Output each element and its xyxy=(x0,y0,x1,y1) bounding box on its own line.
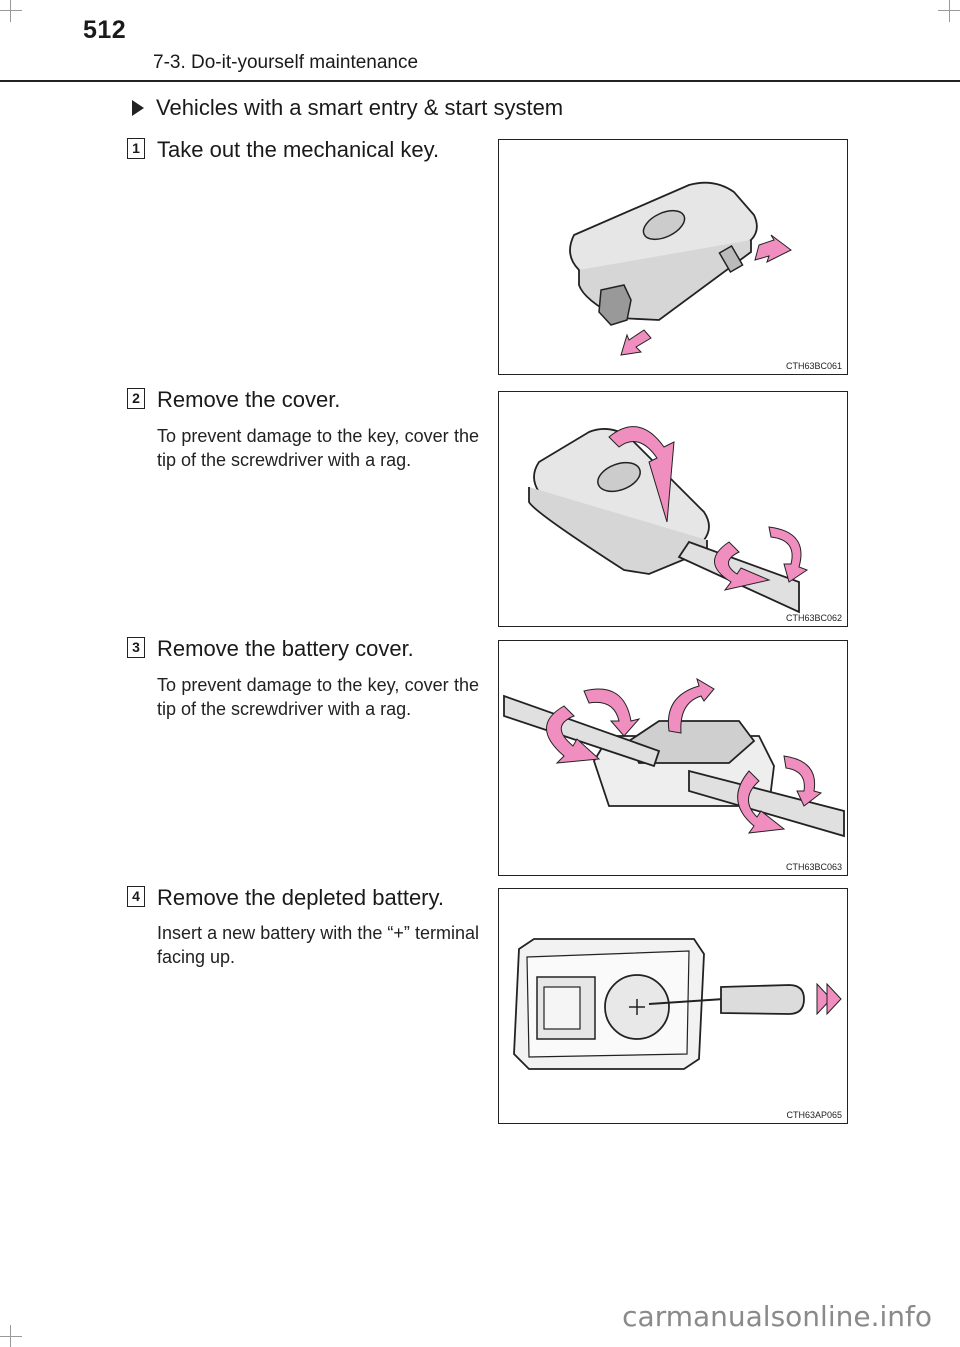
figure-1: CTH63BC061 xyxy=(498,139,848,375)
key-remove-cover-illustration xyxy=(528,426,809,614)
crop-mark xyxy=(0,10,22,11)
step-title-4: Remove the depleted battery. xyxy=(157,885,444,910)
subheading-text: Vehicles with a smart entry & start syst… xyxy=(156,95,564,120)
crop-mark xyxy=(0,1336,22,1337)
crop-mark xyxy=(10,0,11,22)
figure-code-3: CTH63BC063 xyxy=(785,862,842,872)
step-title-1: Take out the mechanical key. xyxy=(157,137,440,162)
step-note-4: Insert a new battery with the “+” termin… xyxy=(157,923,479,967)
step-number-1: 1 xyxy=(127,138,145,159)
subheading: Vehicles with a smart entry & start syst… xyxy=(132,95,563,121)
key-remove-battery-cover-illustration xyxy=(503,677,845,838)
step-title-3: Remove the battery cover. xyxy=(157,636,414,661)
step-number-3: 3 xyxy=(127,637,145,658)
key-remove-battery-illustration xyxy=(513,938,842,1070)
section-title: 7-3. Do-it-yourself maintenance xyxy=(153,52,419,73)
figure-code-4: CTH63AP065 xyxy=(786,1110,842,1120)
step-number-4: 4 xyxy=(127,886,145,907)
figure-4: CTH63AP065 xyxy=(498,888,848,1124)
step-number-2: 2 xyxy=(127,388,145,409)
step-note-3: To prevent damage to the key, cover the … xyxy=(157,675,479,719)
crop-mark xyxy=(938,10,960,11)
crop-mark xyxy=(949,0,950,22)
step-note-2: To prevent damage to the key, cover the … xyxy=(157,426,479,470)
step-title-2: Remove the cover. xyxy=(157,387,341,412)
figure-code-2: CTH63BC062 xyxy=(785,613,842,623)
figure-2: CTH63BC062 xyxy=(498,391,848,627)
triangle-bullet-icon xyxy=(132,100,144,116)
page-number: 512 xyxy=(83,16,127,44)
key-remove-mechanical-key-illustration xyxy=(569,181,792,356)
figure-3: CTH63BC063 xyxy=(498,640,848,876)
watermark: carmanualsonline.info xyxy=(622,1300,932,1333)
header-rule xyxy=(0,80,960,82)
figure-code-1: CTH63BC061 xyxy=(785,361,842,371)
